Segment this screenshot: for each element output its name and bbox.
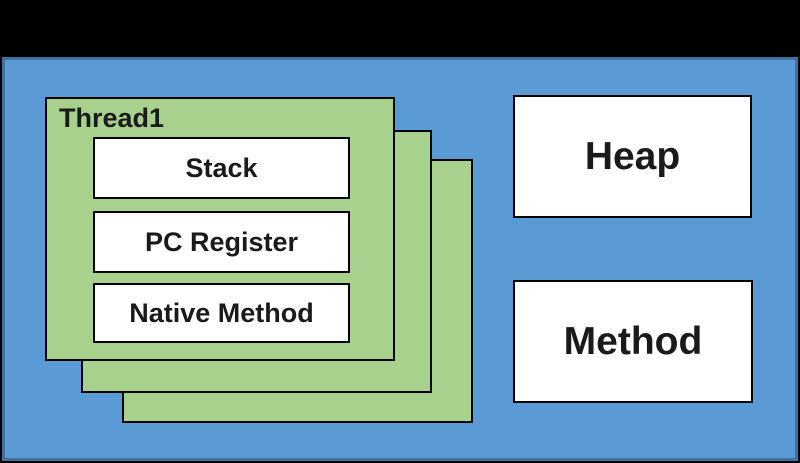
native-method-label: Native Method — [129, 297, 314, 328]
method-label: Method — [563, 319, 703, 363]
native-method-box: Native Method — [93, 283, 350, 343]
heap-box: Heap — [513, 95, 752, 218]
stack-label: Stack — [185, 152, 258, 183]
thread-card-front: Thread1 Stack PC Register Native Method — [45, 97, 395, 361]
stack-box: Stack — [93, 137, 350, 199]
heap-label: Heap — [584, 134, 681, 178]
method-area-box: Method — [513, 280, 753, 403]
pc-register-box: PC Register — [93, 211, 350, 273]
top-black-bar — [0, 0, 800, 57]
thread1-label: Thread1 — [59, 103, 165, 133]
pc-register-label: PC Register — [144, 226, 299, 257]
